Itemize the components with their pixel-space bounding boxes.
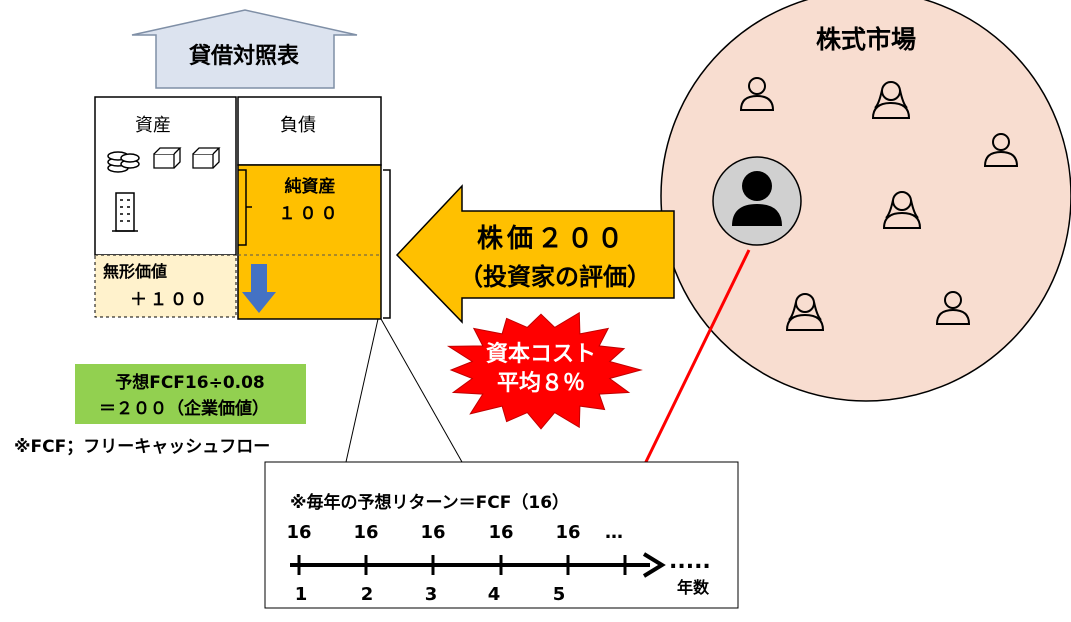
investor-icons [739, 77, 1019, 331]
person-icon [871, 81, 911, 119]
net-assets-label: 純資産 [285, 176, 336, 197]
return-arrow-line [640, 249, 751, 471]
capital-cost-burst [446, 311, 643, 430]
cashflow-label: 16 [353, 522, 378, 543]
building-icon [112, 192, 138, 232]
year-label: 1 [295, 584, 308, 605]
timeline-box [264, 461, 739, 609]
cashflow-label: 16 [286, 522, 311, 543]
year-label: 3 [425, 584, 438, 605]
timeline-arrowhead [642, 552, 666, 578]
stock-price-line1: 株価２００ [477, 224, 627, 254]
stock-market-circle [660, 0, 1071, 402]
liabilities-box [237, 96, 382, 166]
net-assets-value: １００ [279, 204, 342, 224]
formula-line1: 予想FCF16÷0.08 [115, 372, 265, 393]
box-icon [192, 147, 221, 169]
stock-price-arrow [395, 184, 675, 324]
liabilities-label: 負債 [280, 115, 316, 136]
timeline-continuation: ..... [669, 549, 711, 574]
stock-price-line2: （投資家の評価） [459, 263, 651, 291]
capital-cost-line2: 平均８％ [497, 370, 585, 396]
cashflow-labels: 16 16 16 16 16 … [286, 522, 623, 543]
year-labels: 1 2 3 4 5 [295, 584, 566, 605]
balance-sheet-title-shape [131, 9, 358, 89]
axis-label-years: 年数 [677, 578, 710, 597]
year-label: 5 [553, 584, 566, 605]
callout-line-right [380, 318, 463, 463]
person-icon [732, 171, 782, 226]
capital-cost-line1: 資本コスト [486, 341, 596, 367]
net-assets-bracket [238, 169, 252, 246]
cashflow-label: 16 [420, 522, 445, 543]
person-icon [882, 191, 922, 229]
formula-box [75, 364, 306, 424]
person-icon [935, 291, 971, 325]
year-label: 2 [361, 584, 374, 605]
intangible-value: ＋１００ [130, 290, 210, 310]
coins-icon [107, 151, 140, 173]
equity-bracket [383, 169, 391, 319]
formula-line2: ＝２００（企業価値） [99, 398, 269, 419]
person-icon [785, 293, 825, 331]
person-icon [983, 133, 1019, 167]
down-arrow-icon [242, 264, 276, 313]
person-icon [739, 77, 775, 111]
balance-sheet-title: 貸借対照表 [188, 43, 300, 69]
year-label: 4 [488, 584, 501, 605]
assets-label: 資産 [135, 115, 171, 136]
box-icon [153, 147, 182, 169]
cashflow-label: 16 [555, 522, 580, 543]
market-title: 株式市場 [816, 25, 916, 54]
callout-line-left [345, 318, 379, 463]
timeline-ticks [297, 555, 627, 575]
cashflow-label: … [605, 522, 623, 543]
cashflow-label: 16 [488, 522, 513, 543]
fcf-footnote: ※FCF；フリーキャッシュフロー [14, 437, 270, 457]
intangible-box [94, 254, 237, 318]
timeline-caption: ※毎年の予想リターン＝FCF（16） [290, 492, 569, 513]
intangible-label: 無形価値 [103, 262, 167, 281]
